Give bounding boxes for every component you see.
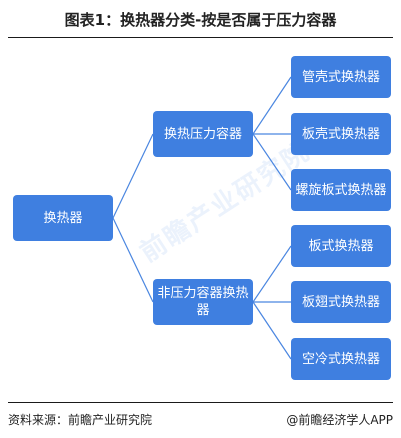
node-non-pressure-vessel: 非压力容器换热器: [153, 279, 253, 325]
link-root-non-pressure: [112, 217, 154, 303]
node-plate: 板式换热器: [291, 225, 391, 267]
top-rule: [8, 37, 393, 38]
node-spiral-plate: 螺旋板式换热器: [291, 169, 391, 211]
node-tube-shell: 管壳式换热器: [291, 56, 391, 98]
link-nonpressure-plate: [252, 245, 292, 303]
bottom-rule: [8, 402, 393, 403]
link-pressure-spiral-plate: [252, 133, 292, 191]
node-pressure-vessel: 换热压力容器: [153, 111, 253, 157]
chart-title: 图表1：换热器分类-按是否属于压力容器: [64, 11, 337, 29]
node-plate-fin: 板翅式换热器: [291, 281, 391, 323]
link-root-pressure: [112, 133, 154, 219]
link-nonpressure-air-cooled: [252, 301, 292, 360]
source-note: 资料来源：前瞻产业研究院: [8, 413, 153, 427]
brand-credit: @前瞻经济学人APP: [286, 413, 393, 427]
node-air-cooled: 空冷式换热器: [291, 338, 391, 380]
node-plate-shell: 板壳式换热器: [291, 113, 391, 155]
link-pressure-tube-shell: [252, 76, 292, 135]
node-root: 换热器: [13, 195, 113, 241]
